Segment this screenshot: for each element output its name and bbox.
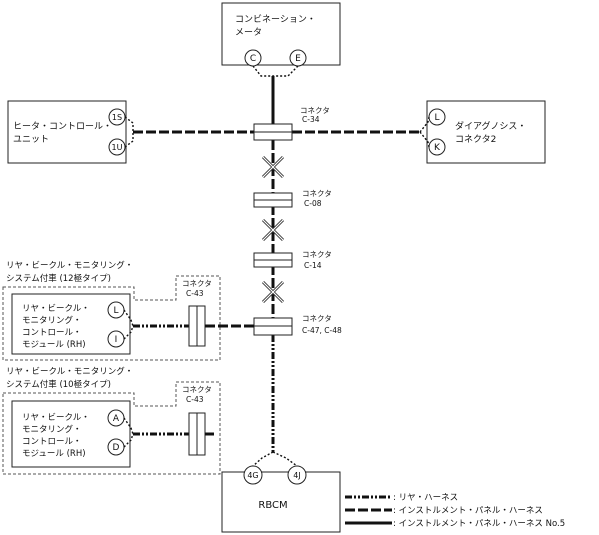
group-10-dashed-border	[2, 381, 221, 475]
legend-inst-label: : インストルメント・パネル・ハーネス	[393, 506, 543, 516]
diagnosis-connector-pin-k-label: K	[434, 143, 441, 153]
connector-c14-label: コネクタ	[302, 250, 332, 259]
group-10-title-1: リヤ・ビークル・モニタリング・	[6, 366, 133, 377]
rear-module-10-label-2: モニタリング・	[22, 424, 82, 435]
combination-meter-pin-c-label: C	[250, 54, 256, 64]
rear-module-12-label-2: モニタリング・	[22, 315, 82, 326]
rear-module-12-pin-i-label: I	[115, 335, 118, 345]
wire-meter-c	[252, 65, 273, 77]
wire-diag-l	[419, 116, 430, 133]
heater-control-label-2: ユニット	[13, 135, 49, 145]
heater-control-pin-1s-label: 1S	[112, 113, 122, 122]
wire-rbcm-4j	[272, 451, 298, 467]
wire-rbcm-4g	[252, 451, 274, 467]
rear-module-12-label-3: コントロール・	[22, 328, 82, 338]
connector-c34-code: C-34	[302, 115, 320, 124]
wire-10-pin-a	[123, 417, 134, 435]
rbcm-box	[221, 471, 341, 533]
rear-module-10-label-3: コントロール・	[22, 437, 82, 447]
rbcm-pin-4j	[287, 465, 307, 485]
group-10-title-2: システム付車 (10極タイプ)	[6, 379, 111, 390]
rbcm-pin-4j-label: 4J	[293, 471, 300, 480]
heater-control-label-1: ヒータ・コントロール・	[13, 121, 112, 132]
combination-meter-box	[221, 2, 341, 66]
rbcm-pin-4g	[243, 465, 263, 485]
connector-c47-label: コネクタ	[302, 314, 332, 323]
diagnosis-connector-pin-l-label: L	[434, 113, 439, 123]
legend: : リヤ・ハーネス : インストルメント・パネル・ハーネス : インストルメント…	[345, 493, 565, 529]
diagnosis-connector-label-2: コネクタ2	[455, 134, 496, 145]
combination-meter-label-1: コンビネーション・	[235, 14, 316, 25]
connector-c43b-label: コネクタ	[182, 385, 212, 394]
connector-c43a-label: コネクタ	[182, 279, 212, 288]
combination-meter-label-2: メータ	[235, 27, 262, 38]
rbcm-pin-4g-label: 4G	[247, 471, 258, 480]
rear-module-12-pin-l-label: L	[113, 306, 118, 316]
group-12-title-2: システム付車 (12極タイプ)	[6, 273, 111, 284]
connector-c47-code: C-47, C-48	[302, 326, 342, 335]
wire-10-pin-d	[123, 433, 134, 448]
diagnosis-connector-label-1: ダイアグノシス・	[455, 120, 526, 132]
wire-12-pin-i	[123, 325, 134, 340]
group-12-dashed-border	[2, 275, 221, 361]
connector-c43a-code: C-43	[186, 289, 204, 298]
connector-c08-code: C-08	[304, 199, 322, 208]
x-mark-1	[261, 155, 285, 179]
connector-c43b-code: C-43	[186, 395, 204, 404]
rear-module-12-label-1: リヤ・ビークル・	[22, 304, 90, 314]
legend-rear-label: : リヤ・ハーネス	[393, 493, 458, 503]
rear-module-12-label-4: モジュール (RH)	[22, 340, 86, 350]
rear-module-10-pin-a-label: A	[113, 414, 120, 424]
x-mark-2	[261, 218, 285, 242]
wire-heater-1u	[124, 132, 134, 148]
wire-heater-1s	[124, 116, 134, 132]
connector-c14-code: C-14	[304, 261, 322, 270]
rear-module-10-pin-d-label: D	[113, 443, 120, 453]
wire-diag-k	[419, 131, 430, 148]
connector-c34-label: コネクタ	[300, 106, 330, 115]
x-mark-3	[261, 280, 285, 304]
heater-control-box	[7, 100, 127, 164]
group-12-title-1: リヤ・ビークル・モニタリング・	[6, 260, 133, 271]
wire-12-pin-l	[123, 309, 134, 327]
rear-module-10-label-4: モジュール (RH)	[22, 449, 86, 459]
rear-module-10-label-1: リヤ・ビークル・	[22, 413, 90, 423]
heater-control-pin-1u-label: 1U	[112, 143, 123, 152]
legend-inst5-label: : インストルメント・パネル・ハーネス No.5	[393, 519, 565, 529]
combination-meter-pin-e-label: E	[295, 54, 301, 64]
rbcm-label: RBCM	[258, 500, 287, 511]
diagnosis-connector-box	[426, 100, 546, 164]
connector-c08-label: コネクタ	[302, 189, 332, 198]
wire-meter-e	[273, 65, 299, 77]
